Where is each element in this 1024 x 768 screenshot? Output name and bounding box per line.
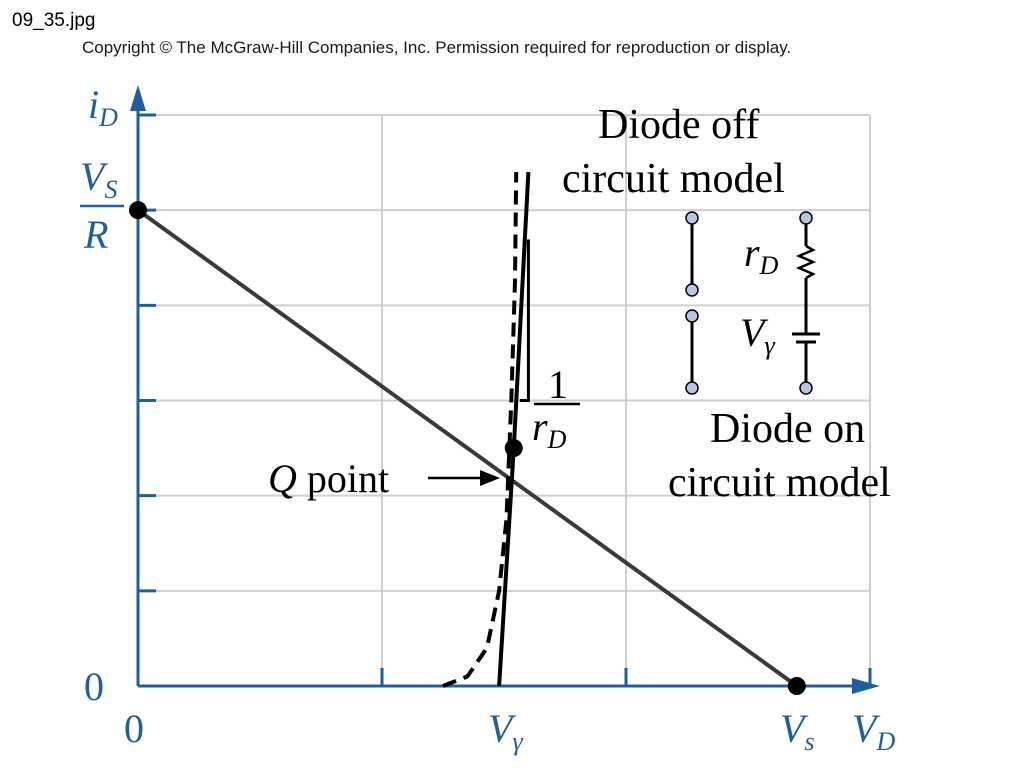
x-tick-vs: Vs [780, 706, 815, 756]
series-layer [129, 171, 806, 695]
actual-diode-curve-dashed [442, 172, 519, 688]
rd-label: rD [744, 230, 779, 280]
on-model-node-bottom [799, 381, 813, 395]
x-tick-vgamma: Vγ [488, 706, 523, 756]
diode-off-circuit-model [685, 211, 699, 395]
q-point-arrowhead [480, 470, 500, 486]
diode-on-line-1: Diode on [710, 406, 865, 452]
slope-triangle [519, 239, 530, 402]
y-tick-vs-denominator: R [83, 212, 108, 257]
diode-off-line-1: Diode off [598, 102, 759, 148]
y-tick-vs-numerator: VS [80, 154, 117, 204]
off-model-node-top [685, 211, 699, 225]
load-line-endpoint-0 [129, 201, 147, 220]
copyright-notice: Copyright © The McGraw-Hill Companies, I… [82, 38, 792, 57]
q-point-marker [504, 439, 523, 458]
file-label: 09_35.jpg [12, 10, 96, 31]
x-tick-0: 0 [124, 706, 144, 751]
slope-numerator: 1 [548, 362, 568, 407]
q-point-label: Q point [268, 456, 389, 501]
x-axis-label: VD [852, 706, 895, 756]
y-axis-label: iD [88, 82, 118, 132]
load-line-endpoint-1 [787, 677, 806, 695]
x-axis-arrowhead [852, 678, 880, 694]
on-model-node-top [799, 211, 813, 225]
load-line [136, 208, 798, 688]
diode-on-circuit-model [792, 211, 820, 395]
slope-denominator: rD [532, 404, 567, 454]
diode-on-line-2: circuit model [668, 460, 891, 506]
piecewise-linear-diode-line [497, 171, 531, 687]
diode-off-line-2: circuit model [562, 156, 785, 202]
off-model-node-open-b [685, 309, 699, 323]
grid [138, 114, 871, 686]
vgamma-label: Vγ [740, 310, 775, 360]
off-model-node-bottom [685, 381, 699, 395]
y-tick-0: 0 [84, 664, 104, 709]
off-model-node-open-a [685, 283, 699, 297]
y-axis-arrowhead [130, 85, 146, 111]
labels-layer: iD VD 0 VS R 0 Vγ Vs Q point 1 rD [80, 82, 895, 756]
resistor-icon [795, 244, 817, 280]
